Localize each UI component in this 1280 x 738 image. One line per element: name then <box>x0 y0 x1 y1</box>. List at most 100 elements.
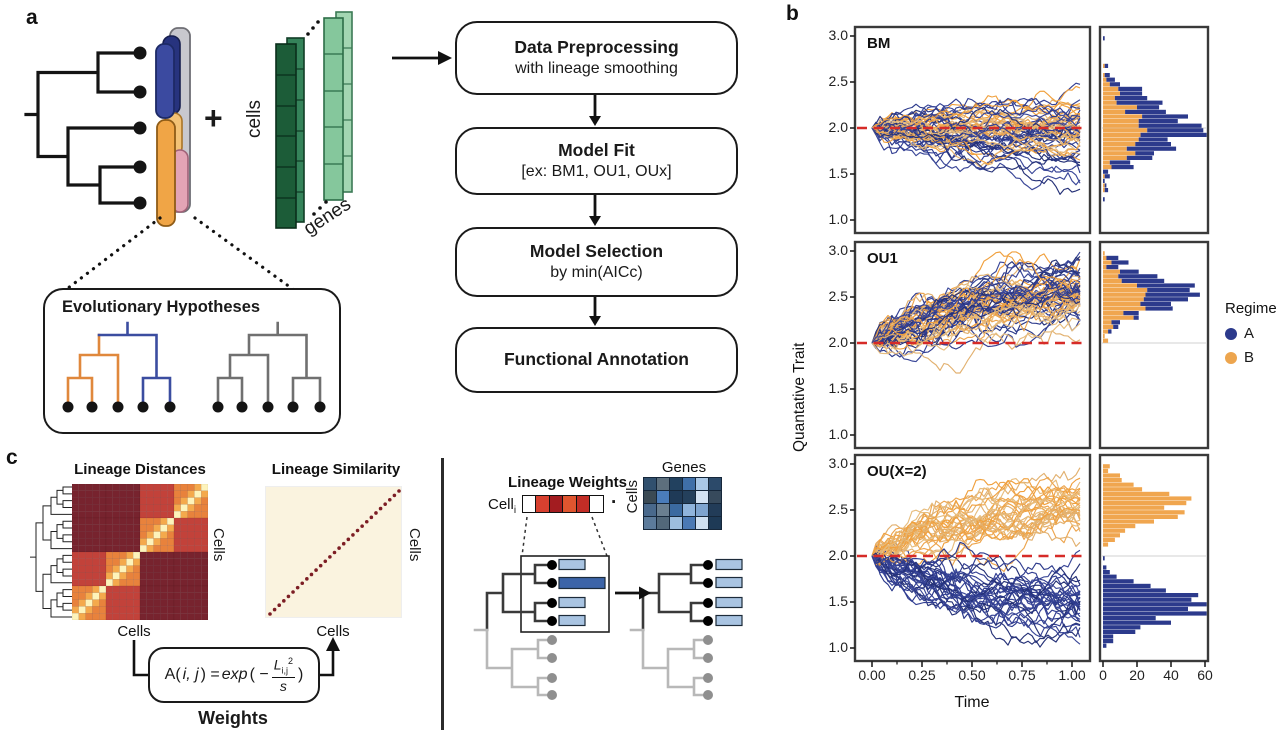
heatmap-cell <box>119 504 127 512</box>
heatmap-cell <box>92 599 100 607</box>
heatmap-cell <box>99 545 107 553</box>
hist-bar-regimeA <box>1104 63 1109 68</box>
gene-expression-cell <box>657 491 669 503</box>
heatmap-cell <box>180 484 188 492</box>
heatmap-cell <box>112 517 120 526</box>
heatmap-cell <box>112 524 120 532</box>
heatmap-cell <box>166 606 175 614</box>
hist-bar-regimeA <box>1106 265 1119 270</box>
hist-bar-regimeB <box>1103 274 1119 279</box>
equation-connectors <box>132 637 340 677</box>
heatmap-cell <box>92 578 100 587</box>
heatmap-cell <box>92 606 100 614</box>
hist-bar-regimeA <box>1140 132 1207 137</box>
gene-expression-cell <box>709 504 721 516</box>
heatmap-cell <box>153 517 161 526</box>
heatmap-cell <box>99 558 107 566</box>
heatmap-cell <box>99 490 107 498</box>
hist-bar-regimeA <box>1113 324 1119 329</box>
heatmap-cell <box>180 572 188 580</box>
similarity-diagonal-dot <box>323 559 328 564</box>
hist-bar-regimeA <box>1103 611 1207 616</box>
hist-frame <box>1098 25 1210 235</box>
hypothesis-trees <box>62 321 326 413</box>
heatmap-cell <box>92 531 100 539</box>
heatmap-cell <box>153 545 161 553</box>
heatmap-cell <box>160 572 168 580</box>
trait-evolution-plots <box>850 25 1210 667</box>
heatmap-cell <box>146 545 154 553</box>
heatmap-cell <box>92 490 100 498</box>
heatmap-cell <box>99 511 107 519</box>
heatmap-cell <box>92 511 100 519</box>
heatmap-cell <box>119 599 127 607</box>
gene-expression-cell <box>670 478 682 490</box>
hist-bar-regimeB <box>1103 519 1154 524</box>
hist-bar-regimeA <box>1103 643 1107 648</box>
heatmap-cell <box>78 572 86 580</box>
eq-num-sub: i,j <box>281 665 289 676</box>
trajectory-line-B <box>871 487 1081 557</box>
trajectory-line-B <box>871 478 1081 557</box>
heatmap-cell <box>92 565 100 573</box>
heatmap-cell <box>194 585 202 594</box>
heatmap-cell <box>200 585 208 594</box>
heatmap-cell <box>112 565 120 573</box>
heatmap-cell <box>105 606 114 614</box>
heatmap-cell <box>166 558 175 566</box>
heatmap-cell <box>72 497 80 505</box>
heatmap-cell <box>194 538 202 546</box>
eq-close: ) <box>298 666 304 683</box>
heatmap-cell <box>153 551 161 560</box>
heatmap-cell <box>139 497 148 505</box>
hist-frame <box>1098 453 1210 663</box>
heatmap-cell <box>119 572 127 580</box>
hist-bar-regimeA <box>1108 329 1112 334</box>
heatmap-cell <box>112 504 120 512</box>
heatmap-cell <box>112 497 120 505</box>
heatmap-cell <box>146 558 154 566</box>
heatmap-cell <box>72 572 80 580</box>
plot-frame <box>853 25 1092 235</box>
hist-bar-regimeB <box>1103 301 1141 306</box>
heatmap-cell <box>166 484 175 492</box>
heatmap-cell <box>173 504 182 512</box>
heatmap-cell <box>105 497 114 505</box>
trajectory-line-B <box>871 497 1081 557</box>
trajectory-line-A <box>871 555 1081 625</box>
heatmap-cell <box>146 585 154 594</box>
heatmap-cell <box>173 517 182 526</box>
heatmap-cell <box>139 524 148 532</box>
heatmap-cell <box>160 538 168 546</box>
heatmap-cell <box>78 531 86 539</box>
heatmap-cell <box>194 558 202 566</box>
heatmap-cell <box>112 572 120 580</box>
trajectory-line-B <box>871 127 1081 165</box>
heatmap-cell <box>160 484 168 492</box>
flowchart-step-preprocessing: Data Preprocessing with lineage smoothin… <box>455 21 738 95</box>
hist-bar-regimeB <box>1103 473 1120 478</box>
heatmap-cell <box>112 592 120 600</box>
heatmap-cell <box>166 551 175 560</box>
heatmap-cell <box>112 606 120 614</box>
heatmap-cell <box>187 551 195 560</box>
hist-bar-regimeA <box>1143 297 1188 302</box>
heatmap-cell <box>105 524 114 532</box>
heatmap-cell <box>139 585 148 594</box>
heatmap-cell <box>200 578 208 587</box>
hist-bar-regimeB <box>1103 165 1112 170</box>
hist-bar-regimeB <box>1103 311 1124 316</box>
heatmap-cell <box>153 504 161 512</box>
heatmap-cell <box>166 531 175 539</box>
heatmap-cell <box>119 565 127 573</box>
heatmap-cell <box>72 511 80 519</box>
gene-expression-cell <box>644 517 656 529</box>
heatmap-cell <box>126 490 134 498</box>
heatmap-cell <box>133 592 141 600</box>
cells-label-distances-bottom: Cells <box>117 623 151 640</box>
heatmap-cell <box>173 578 182 587</box>
hist-bar-regimeA <box>1111 165 1134 170</box>
heatmap-cell <box>133 606 141 614</box>
gene-expression-cell <box>644 504 656 516</box>
cells-axis-label: cells <box>244 100 265 139</box>
